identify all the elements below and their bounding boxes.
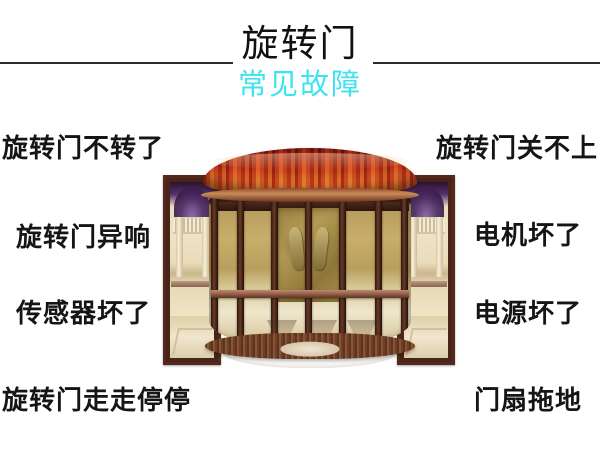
canopy-gloss-highlight — [211, 152, 409, 171]
fault-label-door-not-rotating: 旋转门不转了 — [2, 133, 165, 163]
relief-figure-right — [311, 226, 331, 271]
wing-right-column-a — [410, 217, 418, 278]
wing-right-column-b — [435, 217, 443, 278]
wing-left-glass — [170, 182, 214, 358]
door-mullion-7 — [401, 196, 408, 342]
door-mullion-1 — [211, 196, 218, 342]
fault-label-door-abnormal-noise: 旋转门异响 — [16, 222, 152, 252]
door-drum-glass-cylinder — [209, 196, 411, 348]
wing-left-column-b — [201, 217, 209, 278]
header-rule-left — [0, 62, 233, 64]
wing-right-wall-band — [405, 280, 447, 287]
wing-left-column-a — [176, 217, 184, 278]
revolving-door-image — [163, 148, 455, 368]
door-floor-pattern — [223, 336, 397, 368]
door-mullion-6 — [375, 196, 382, 345]
fault-label-door-wont-close: 旋转门关不上 — [435, 133, 598, 163]
fault-label-sensor-broken: 传感器坏了 — [16, 298, 152, 328]
wing-right-floor — [404, 315, 448, 358]
door-mullion-4 — [305, 196, 312, 348]
fault-label-door-stop-and-go: 旋转门走走停停 — [2, 385, 192, 415]
wing-right-glass — [404, 182, 448, 358]
page-title: 旋转门 — [241, 23, 359, 64]
door-push-bar — [211, 290, 409, 299]
wing-left-floor — [170, 315, 214, 358]
page-header: 旋转门 常见故障 — [0, 0, 600, 110]
door-mullion-3 — [271, 196, 278, 348]
wing-left-wall-band — [171, 280, 213, 287]
fault-label-power-supply-broken: 电源坏了 — [473, 298, 582, 328]
relief-figure-left — [287, 226, 305, 271]
door-mullion-5 — [339, 196, 346, 348]
fault-label-door-leaf-dragging: 门扇拖地 — [473, 385, 582, 415]
door-mullion-2 — [237, 196, 244, 345]
fault-label-motor-broken: 电机坏了 — [473, 220, 582, 250]
header-rule-right — [373, 62, 600, 64]
floor-center-medallion — [280, 342, 340, 357]
canopy-rim — [201, 188, 419, 202]
page-subtitle: 常见故障 — [237, 69, 362, 101]
